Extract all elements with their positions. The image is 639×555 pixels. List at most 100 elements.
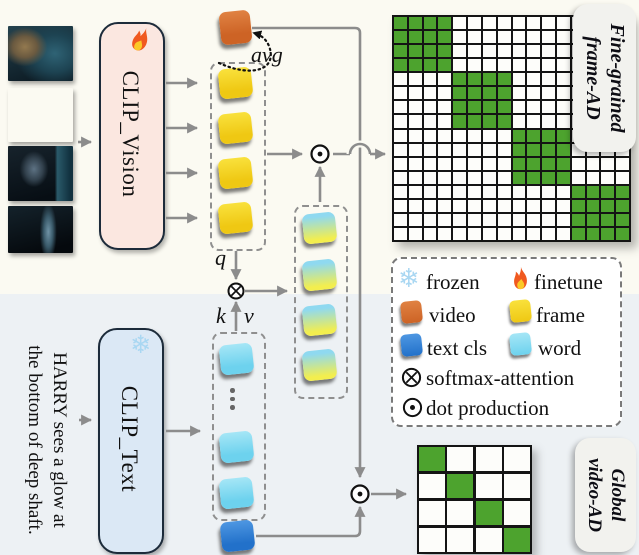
matrix-cell <box>408 87 422 100</box>
line-hop-arc <box>348 142 372 155</box>
matrix-cell <box>542 171 555 184</box>
word-token <box>508 331 533 357</box>
matrix-cell <box>482 59 496 72</box>
matrix-cell <box>438 87 452 100</box>
video-token <box>399 299 424 325</box>
matrix-cell <box>453 227 467 240</box>
matrix-cell <box>527 185 541 198</box>
matrix-cell <box>497 17 511 30</box>
matrix-cell <box>423 115 437 128</box>
matrix-cell <box>512 59 526 72</box>
matrix-cell <box>453 17 467 30</box>
matrix-cell <box>453 73 467 86</box>
matrix-cell <box>512 129 526 142</box>
clip-vision-label: CLIP_Vision <box>118 70 143 198</box>
legend-label-frozen: frozen <box>426 270 480 294</box>
matrix-cell <box>556 115 570 128</box>
matrix-cell <box>527 157 541 170</box>
matrix-cell <box>408 199 422 212</box>
matrix-cell <box>512 87 526 100</box>
matrix-cell <box>482 143 496 156</box>
legend-label-finetune: finetune <box>534 270 603 294</box>
matrix-cell <box>542 45 555 58</box>
attended-token <box>301 258 338 292</box>
matrix-cell <box>453 213 467 226</box>
matrix-cell <box>571 171 585 184</box>
matrix-cell <box>423 227 437 240</box>
matrix-cell <box>482 87 496 100</box>
matrix-cell <box>482 17 496 30</box>
matrix-cell <box>601 199 615 212</box>
matrix-cell <box>512 227 526 240</box>
matrix-cell <box>512 73 526 86</box>
matrix-cell <box>556 227 570 240</box>
dot-production-icon <box>310 144 330 164</box>
matrix-cell <box>438 185 452 198</box>
frame-token <box>217 156 254 190</box>
matrix-cell <box>447 527 474 552</box>
matrix-cell <box>408 115 422 128</box>
matrix-cell <box>423 185 437 198</box>
matrix-cell <box>453 101 467 114</box>
matrix-cell <box>394 227 407 240</box>
matrix-cell <box>453 143 467 156</box>
video-ad-title-line1: Global <box>607 468 628 522</box>
legend-label-video: video <box>429 303 476 327</box>
matrix-cell <box>497 31 511 44</box>
clip-vision-box <box>99 22 165 250</box>
fire-icon <box>132 28 148 51</box>
matrix-cell <box>482 213 496 226</box>
matrix-cell <box>527 129 541 142</box>
matrix-cell <box>497 87 511 100</box>
matrix-cell <box>408 157 422 170</box>
matrix-cell <box>468 213 481 226</box>
text-cls-token <box>219 519 256 553</box>
matrix-cell <box>601 157 615 170</box>
matrix-cell <box>453 87 467 100</box>
text-cls-token <box>399 332 424 358</box>
matrix-cell <box>497 73 511 86</box>
matrix-cell <box>408 17 422 30</box>
matrix-cell <box>475 500 502 526</box>
matrix-cell <box>586 199 600 212</box>
matrix-cell <box>438 59 452 72</box>
frame-token <box>508 298 533 324</box>
video-frame-thumbnail-1 <box>8 26 73 81</box>
matrix-cell <box>453 129 467 142</box>
matrix-cell <box>419 500 445 526</box>
word-token <box>218 430 255 464</box>
matrix-cell <box>512 171 526 184</box>
matrix-cell <box>482 115 496 128</box>
matrix-cell <box>468 59 481 72</box>
matrix-cell <box>423 17 437 30</box>
matrix-cell <box>423 129 437 142</box>
matrix-cell <box>453 45 467 58</box>
legend-label-word: word <box>538 336 582 360</box>
matrix-cell <box>468 115 481 128</box>
matrix-cell <box>482 157 496 170</box>
clip-text-label: CLIP_Text <box>117 385 142 493</box>
matrix-cell <box>468 185 481 198</box>
matrix-cell <box>453 171 467 184</box>
softmax-attention-icon <box>401 367 422 388</box>
matrix-cell <box>394 87 407 100</box>
matrix-cell <box>616 157 629 170</box>
matrix-cell <box>408 185 422 198</box>
matrix-cell <box>527 101 541 114</box>
matrix-cell <box>616 185 629 198</box>
matrix-cell <box>571 227 585 240</box>
matrix-cell <box>438 73 452 86</box>
matrix-cell <box>527 171 541 184</box>
matrix-cell <box>542 143 555 156</box>
matrix-cell <box>438 157 452 170</box>
matrix-cell <box>542 157 555 170</box>
matrix-cell <box>468 171 481 184</box>
matrix-cell <box>408 101 422 114</box>
matrix-cell <box>586 213 600 226</box>
snowflake-icon: ❄ <box>398 264 420 294</box>
matrix-cell <box>556 87 570 100</box>
matrix-cell <box>423 213 437 226</box>
matrix-cell <box>556 17 570 30</box>
matrix-cell <box>497 171 511 184</box>
